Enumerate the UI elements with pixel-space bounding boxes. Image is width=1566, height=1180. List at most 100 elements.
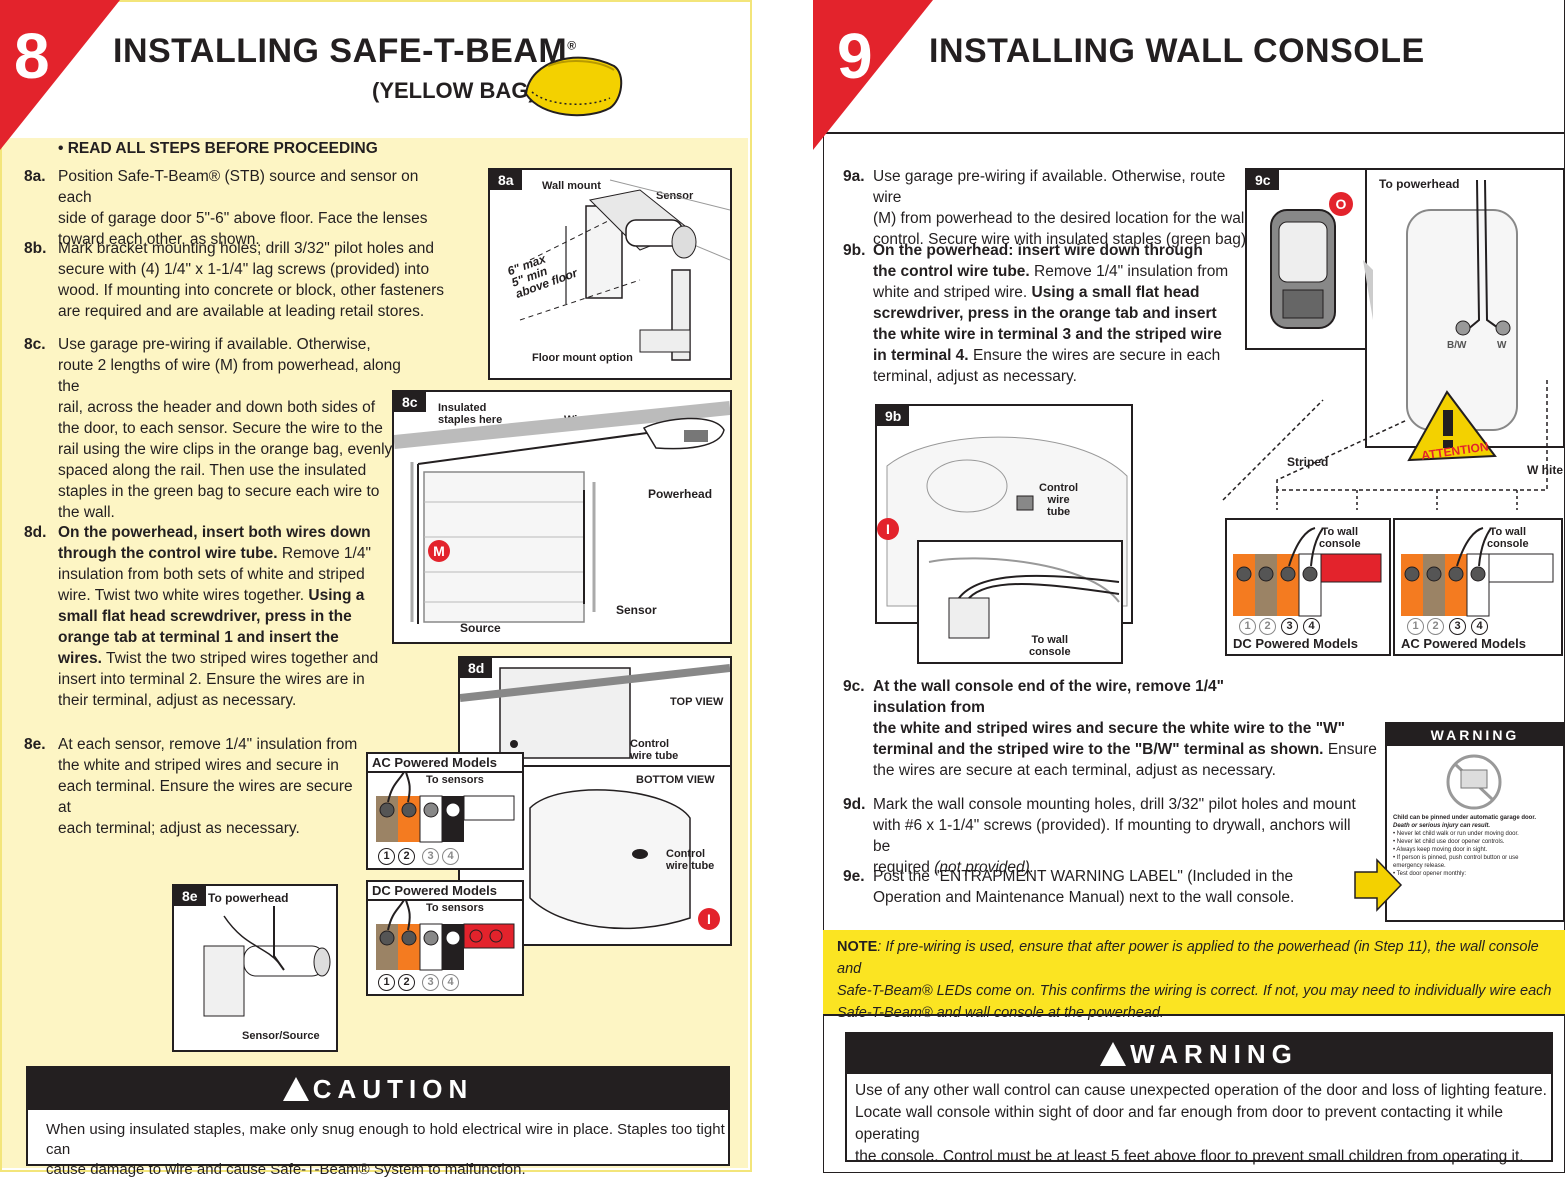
caution-header: CAUTION [28,1068,728,1110]
terminal-2: 2 [1259,618,1276,635]
attention-triangle-icon [1407,390,1497,462]
terminal-2: 2 [1427,618,1444,635]
step-8a: 8a. Position Safe-T-Beam® (STB) source a… [24,168,428,248]
label-w-terminal: W [1497,340,1507,351]
wiring-connector-lines [1222,260,1373,501]
label-sensor: Sensor [616,603,657,617]
figure-tag: 8d [460,658,493,678]
figure-tag: 8c [394,392,426,412]
terminal-block-illustration [1233,527,1382,617]
warning-header: WARNING [847,1034,1551,1074]
terminal-1: 1 [378,848,395,865]
label-bw-terminal: B/W [1447,340,1467,351]
terminal-3: 3 [422,974,439,991]
warning-triangle-icon [1100,1042,1127,1066]
figure-9c-console: 9c O [1245,168,1367,350]
section-number: 9 [837,20,873,92]
no-child-under-door-icon [1446,754,1502,810]
wire-m-badge: M [428,540,450,562]
step-8d: 8d. On the powerhead, insert both wires … [24,524,379,709]
label-to-sensors: To sensors [426,902,484,914]
terminal-3: 3 [1281,618,1298,635]
powerhead-views-illustration [460,664,730,930]
terminal-2: 2 [398,974,415,991]
step-9d: 9d. Mark the wall console mounting holes… [843,796,1356,876]
note-text: NOTE: If pre-wiring is used, ensure that… [837,939,1552,1021]
label-striped: Striped [1287,455,1329,469]
terminal-block-illustration [1401,527,1554,617]
ac-models-label: AC Powered Models [1401,636,1526,651]
label-to-sensors: To sensors [426,774,484,786]
terminal-block-illustration [376,899,515,971]
label-to-powerhead: To powerhead [208,891,289,905]
label-top-view: TOP VIEW [670,696,724,708]
dc-terminal-box: DC Powered Models To sensors 1 2 3 4 [366,880,524,996]
sensor-bracket-illustration [519,179,730,361]
dc-models-label: DC Powered Models [1233,636,1358,651]
figure-8e: 8e To powerhead Sensor/Source [172,884,338,1052]
terminal-block-illustration [376,771,515,843]
section-9: 9 INSTALLING WALL CONSOLE 9a. Use garage… [813,0,1565,1175]
warning-triangle-icon [282,1077,309,1101]
terminal-1: 1 [1239,618,1256,635]
step-9a: 9a. Use garage pre-wiring if available. … [843,168,1251,248]
terminal-1: 1 [1407,618,1424,635]
wall-console-icon [1270,209,1336,329]
garage-wiring-illustration [394,401,730,624]
label-wall-mount: Wall mount [542,180,601,192]
label-to-powerhead: To powerhead [1379,177,1460,191]
label-floor-mount: Floor mount option [532,352,633,364]
warning-box: WARNING Use of any other wall control ca… [845,1032,1553,1165]
step-8b: 8b. Mark bracket mounting holes; drill 3… [24,240,444,320]
yellow-arrow-icon [1354,858,1403,912]
terminal-3: 3 [1449,618,1466,635]
terminal-2: 2 [398,848,415,865]
wire-i-badge: I [698,908,720,930]
wire-o-badge: O [1329,192,1353,216]
entrapment-warning-label: WARNING Child can be pinned under automa… [1385,722,1565,922]
console-back-illustration [1406,179,1518,431]
dashed-wire-routes [1276,380,1548,510]
step-9e: 9e. Post the "ENTRAPMENT WARNING LABEL" … [843,868,1295,906]
ac-terminal-box: AC Powered Models To sensors 1 2 3 4 [366,752,524,870]
page-subtitle: (YELLOW BAG) [372,78,536,103]
terminal-1: 1 [378,974,395,991]
figure-tag: 8a [490,170,522,190]
label-powerhead: Powerhead [648,487,713,501]
step-8e: 8e. At each sensor, remove 1/4" insulati… [24,736,358,837]
read-all-steps: • READ ALL STEPS BEFORE PROCEEDING [58,140,378,157]
section-corner-badge [0,0,120,150]
page-title: INSTALLING WALL CONSOLE [929,32,1425,70]
step-9b: 9b. On the powerhead: insert wire down t… [843,242,1229,385]
figure-tag: 8e [174,886,206,906]
ac-box-title: AC Powered Models [372,755,497,770]
page-title: INSTALLING SAFE-T-BEAM® [113,32,577,70]
terminal-4: 4 [1303,618,1320,635]
figure-tag: 9c [1247,170,1279,190]
step-9c: 9c. At the wall console end of the wire,… [843,678,1377,779]
yellow-bag-icon [524,56,623,117]
figure-9c-back: To powerhead B/W W [1365,168,1565,448]
sensor-wiring-illustration [203,906,331,1017]
section-corner-badge [813,0,933,150]
wire-i-badge: I [877,518,899,540]
label-white: W hite [1527,463,1563,477]
warning-label-header: WARNING [1387,724,1563,746]
step-8c: 8c. Use garage pre-wiring if available. … [24,336,401,521]
label-bottom-view: BOTTOM VIEW [636,774,715,786]
caution-box: CAUTION When using insulated staples, ma… [26,1066,730,1178]
terminal-detail-illustration [928,557,1120,639]
warning-label-text: Child can be pinned under automatic gara… [1393,815,1537,877]
